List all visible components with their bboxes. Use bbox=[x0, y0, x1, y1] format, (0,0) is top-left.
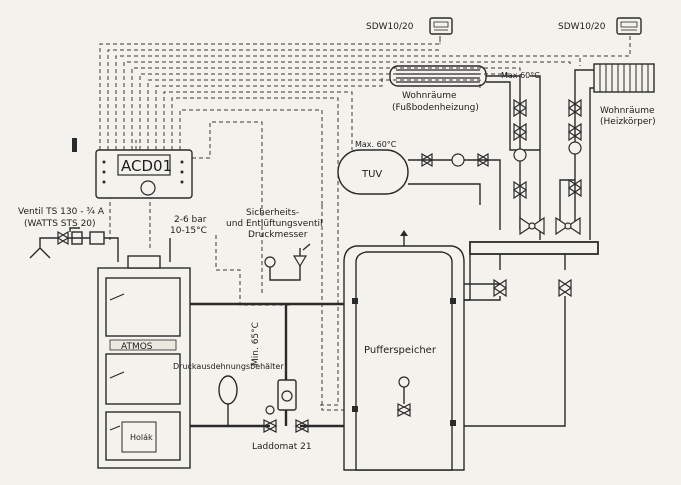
control-wires bbox=[99, 36, 631, 411]
expansion-label: Druckausdehnungsbehälter bbox=[173, 362, 284, 371]
expansion-tank bbox=[218, 375, 238, 426]
radiator-label-2: (Heizkörper) bbox=[600, 117, 656, 127]
buffer-tank bbox=[343, 230, 465, 471]
safety-label-1: Sicherheits- bbox=[246, 208, 299, 218]
pressure-label-2: 10-15°C bbox=[170, 226, 207, 236]
min-65-label: Min. 65°C bbox=[251, 322, 261, 366]
sdw-thermostat-right bbox=[616, 17, 642, 35]
laddomat-label: Laddomat 21 bbox=[252, 442, 312, 452]
buffer-label: Pufferspeicher bbox=[364, 345, 437, 356]
pressure-label-1: 2-6 bar bbox=[174, 215, 207, 225]
heating-loop-pipes bbox=[469, 69, 599, 270]
floor-heating-label-2: (Fußbodenheizung) bbox=[392, 103, 479, 113]
safety-label-3: Druckmesser bbox=[248, 230, 308, 240]
sdw-right-label: SDW10/20 bbox=[558, 22, 606, 32]
boiler-small-label: Holák bbox=[130, 433, 153, 442]
ventil-label-1: Ventil TS 130 - ¾ A bbox=[18, 207, 105, 217]
boiler bbox=[97, 255, 191, 469]
ventil-label-2: (WATTS STS 20) bbox=[24, 219, 96, 229]
sdw-thermostat-left bbox=[429, 17, 453, 35]
outdoor-sensor bbox=[72, 138, 77, 152]
loop-valves bbox=[492, 98, 583, 298]
radiator-label-1: Wohnräume bbox=[600, 106, 655, 116]
controller-label: ACD01 bbox=[121, 157, 172, 175]
safety-label-2: und Entlüftungsventil bbox=[226, 219, 323, 229]
tuv-label: TUV bbox=[361, 169, 382, 180]
laddomat-unit bbox=[262, 379, 310, 433]
floor-heating-label-1: Wohnräume bbox=[402, 91, 457, 101]
sdw-left-label: SDW10/20 bbox=[366, 22, 414, 32]
floor-heating-coil bbox=[389, 65, 487, 87]
max-60-tuv-label: Max. 60°C bbox=[355, 140, 397, 149]
controller-acd01 bbox=[95, 149, 193, 199]
boiler-brand-label: ATMOS bbox=[121, 342, 153, 352]
tuv-tank bbox=[337, 149, 501, 230]
radiator-icon bbox=[593, 63, 655, 93]
safety-valve-and-gauge bbox=[264, 243, 311, 281]
ts130-valve-assembly bbox=[29, 227, 119, 262]
